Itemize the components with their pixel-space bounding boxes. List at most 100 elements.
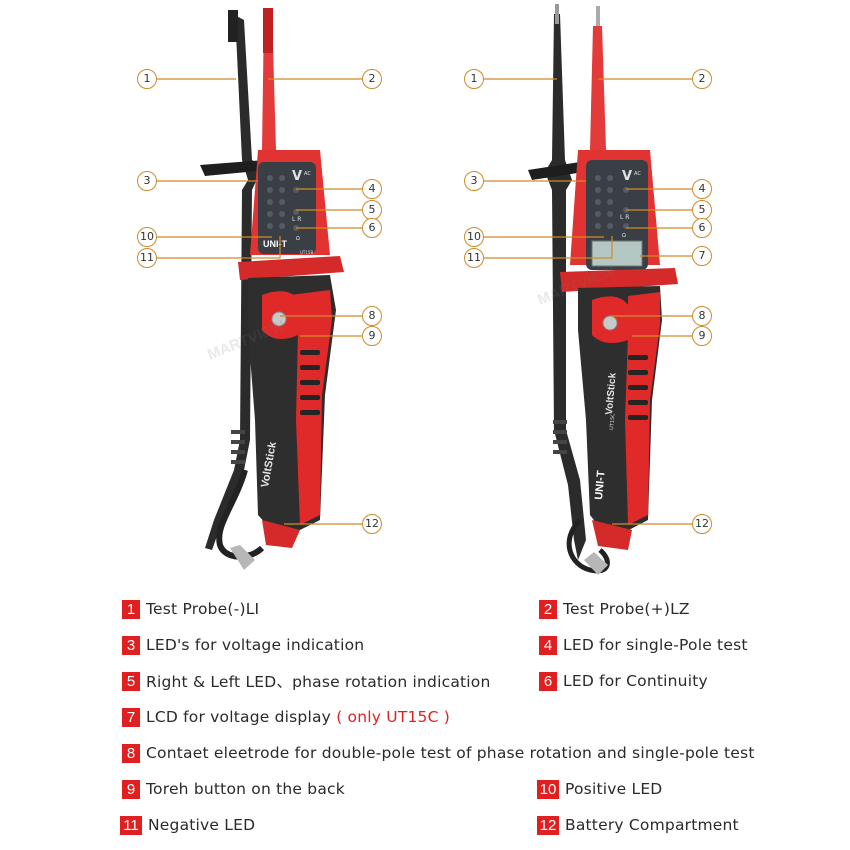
legend-text-9: Toreh button on the back — [146, 780, 345, 798]
left-grip-ridges — [300, 350, 320, 415]
legend-text-8: Contaet eleetrode for double-pole test o… — [146, 744, 755, 762]
legend-text-1: Test Probe(-)LI — [146, 600, 260, 618]
right-leader-lines — [484, 78, 692, 525]
callout-left-8: 8 — [362, 306, 382, 326]
right-red-probe — [590, 26, 606, 150]
legend-text-7-note: ( only UT15C ) — [336, 708, 451, 726]
callout-right-5: 5 — [692, 200, 712, 220]
right-contact-electrode — [602, 315, 618, 331]
right-cable — [566, 518, 610, 574]
left-panel-model: UT15B — [300, 250, 313, 255]
left-cable — [216, 469, 265, 560]
left-led-column — [267, 175, 299, 231]
legend-item-10: 10 Positive LED — [537, 778, 662, 800]
callout-left-10: 10 — [137, 227, 157, 247]
callout-left-11: 11 — [137, 248, 157, 268]
legend-badge-11: 11 — [120, 815, 142, 835]
legend-badge-2: 2 — [539, 599, 557, 619]
right-black-guard — [528, 162, 584, 180]
left-panel-symbol: V — [292, 169, 302, 184]
callout-right-9: 9 — [692, 326, 712, 346]
callout-right-2: 2 — [692, 69, 712, 89]
left-panel-label-ac: AC — [304, 171, 311, 177]
callout-left-3: 3 — [137, 171, 157, 191]
callout-left-4: 4 — [362, 179, 382, 199]
legend-badge-7: 7 — [122, 707, 140, 727]
left-leader-lines — [157, 78, 362, 525]
callout-right-8: 8 — [692, 306, 712, 326]
right-panel-symbol: V — [622, 169, 632, 184]
legend-text-3: LED's for voltage indication — [146, 636, 365, 654]
right-device: V AC L R Ω UNI-T UT15C VoltStick — [528, 4, 678, 575]
callout-left-9: 9 — [362, 326, 382, 346]
left-panel-label-lr: L R — [292, 216, 301, 223]
right-cable-clip — [584, 552, 608, 575]
legend-text-10: Positive LED — [565, 780, 663, 798]
callout-left-1: 1 — [137, 69, 157, 89]
callout-left-5: 5 — [362, 200, 382, 220]
legend-badge-10: 10 — [537, 779, 559, 799]
left-red-probe-tip — [263, 8, 273, 53]
right-grip-ridges — [628, 355, 648, 420]
right-panel-label-lr: L R — [620, 214, 629, 221]
left-black-guard — [200, 160, 268, 176]
legend-item-5: 5 Right & Left LED、phase rotation indica… — [122, 670, 491, 692]
legend-item-2: 2 Test Probe(+)LZ — [539, 598, 690, 620]
callout-right-1: 1 — [464, 69, 484, 89]
legend-text-4: LED for single-Pole test — [563, 636, 748, 654]
callout-right-3: 3 — [464, 171, 484, 191]
right-red-probe-tip — [596, 6, 600, 28]
legend-item-11: 11 Negative LED — [120, 814, 255, 836]
legend-text-11: Negative LED — [148, 816, 256, 834]
left-battery-cap — [262, 520, 300, 548]
legend-badge-12: 12 — [537, 815, 559, 835]
legend-badge-4: 4 — [539, 635, 557, 655]
callout-left-6: 6 — [362, 218, 382, 238]
right-handle-red-side — [625, 292, 660, 525]
callout-right-10: 10 — [464, 227, 484, 247]
callout-right-4: 4 — [692, 179, 712, 199]
right-red-guard — [560, 268, 678, 292]
left-display-panel — [258, 162, 316, 254]
legend-text-7-main: LCD for voltage display — [146, 708, 332, 726]
legend-text-2: Test Probe(+)LZ — [563, 600, 690, 618]
right-handle-brand: UNI-T — [593, 470, 608, 501]
left-black-ribs — [231, 430, 245, 464]
legend-item-8: 8 Contaet eleetrode for double-pole test… — [122, 742, 755, 764]
callout-left-12: 12 — [362, 514, 382, 534]
right-panel-label-ac: AC — [634, 171, 641, 177]
legend-badge-5: 5 — [122, 671, 140, 691]
legend-badge-8: 8 — [122, 743, 140, 763]
product-diagram: V AC L R Ω UNI-T UT15B VoltStick — [157, 4, 692, 575]
legend-item-9: 9 Toreh button on the back — [122, 778, 345, 800]
callout-right-6: 6 — [692, 218, 712, 238]
right-handle-model: UT15C — [609, 413, 616, 431]
legend-text-7: LCD for voltage display ( only UT15C ) — [146, 708, 450, 726]
legend-badge-6: 6 — [539, 671, 557, 691]
right-panel-label-ohm: Ω — [622, 233, 626, 239]
legend-text-6: LED for Continuity — [563, 672, 708, 690]
left-handle-red-side — [290, 290, 332, 525]
callout-right-7: 7 — [692, 246, 712, 266]
left-device: V AC L R Ω UNI-T UT15B VoltStick — [200, 8, 344, 570]
callout-right-11: 11 — [464, 248, 484, 268]
right-battery-cap — [592, 520, 632, 550]
legend-badge-3: 3 — [122, 635, 140, 655]
left-red-guard — [238, 256, 344, 280]
left-panel-brand: UNI-T — [263, 239, 287, 249]
left-panel-label-ohm: Ω — [296, 236, 300, 242]
legend-item-3: 3 LED's for voltage indication — [122, 634, 364, 656]
legend-text-12: Battery Compartment — [565, 816, 739, 834]
right-handle-product-name: VoltStick — [604, 372, 619, 415]
legend-item-7: 7 LCD for voltage display ( only UT15C ) — [122, 706, 450, 728]
callout-left-2: 2 — [362, 69, 382, 89]
left-black-probe — [205, 12, 262, 550]
legend-badge-1: 1 — [122, 599, 140, 619]
right-black-ribs — [553, 420, 567, 454]
legend-text-5: Right & Left LED、phase rotation indicati… — [146, 673, 491, 691]
left-cable-clip — [230, 545, 255, 570]
legend-badge-9: 9 — [122, 779, 140, 799]
right-black-probe-tip — [555, 4, 559, 24]
legend-item-12: 12 Battery Compartment — [537, 814, 739, 836]
left-black-probe-tip — [228, 10, 238, 42]
